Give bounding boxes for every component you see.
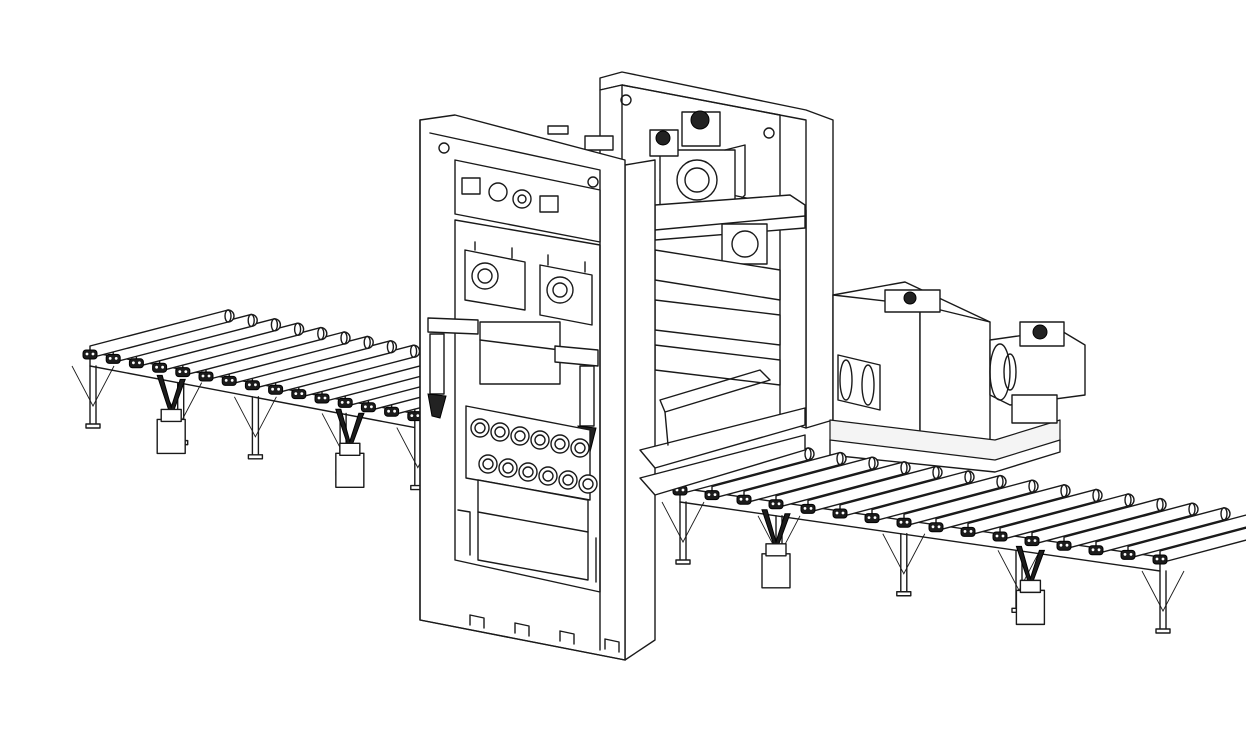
foot-slot (514, 622, 530, 637)
gear-motor (335, 452, 365, 488)
chain-link (221, 375, 237, 386)
chain-link (864, 513, 880, 524)
gauge-icon (512, 189, 532, 209)
chain-link (175, 367, 191, 378)
work-roll (478, 454, 498, 474)
chain-link (105, 353, 121, 364)
gear-motor (156, 418, 186, 455)
chain-link (768, 499, 784, 510)
dial-icon (488, 182, 508, 202)
motor-face (676, 159, 718, 201)
gauge-icon (461, 177, 481, 195)
motor-fan-icon (655, 130, 671, 146)
chain-link (992, 531, 1008, 542)
chain-link (291, 389, 307, 400)
gauge-icon (539, 195, 559, 213)
work-roll (498, 458, 518, 478)
gear-motor (761, 553, 791, 589)
right-roller-conveyor (661, 447, 1246, 634)
chain-link (128, 358, 144, 369)
chain-link (1024, 536, 1040, 547)
work-roll (470, 418, 490, 438)
gear-motor (1015, 589, 1046, 626)
chain-link (736, 494, 752, 505)
foot-slot (559, 630, 575, 645)
chain-link (82, 349, 98, 360)
chain-link (314, 393, 330, 404)
work-roll (490, 422, 510, 442)
chain-link (244, 380, 260, 391)
bolt-hole (763, 127, 775, 139)
bolt-hole (587, 176, 599, 188)
chain-link (1056, 540, 1072, 551)
chain-link (704, 490, 720, 501)
chain-link (268, 384, 284, 395)
conveyor-roller (1159, 527, 1246, 564)
bolt-hole (438, 142, 450, 154)
chain-link (360, 402, 376, 413)
chain-link (1120, 549, 1136, 560)
chain-link (800, 503, 816, 514)
work-roll (518, 462, 538, 482)
work-roll (550, 434, 570, 454)
motor-fan-icon (1032, 324, 1048, 340)
work-roll (578, 474, 598, 494)
front-housing (419, 114, 656, 661)
left-roller-conveyor (71, 309, 560, 491)
work-roll (530, 430, 550, 450)
housing-foot-slots (469, 614, 620, 653)
rear-crossbeams (654, 194, 806, 386)
chain-link (960, 526, 976, 537)
chain-link (337, 397, 353, 408)
chain-link (152, 362, 168, 373)
conveyor-leg (1159, 570, 1167, 630)
conveyor-leg (900, 533, 908, 593)
entry-guides (639, 369, 806, 496)
foot-slot (604, 638, 620, 653)
chain-link (384, 406, 400, 417)
chain-link (832, 508, 848, 519)
conveyor-roller (1127, 514, 1246, 560)
chain-link (1152, 554, 1168, 565)
chain-link (1088, 545, 1104, 556)
bolt-hole (620, 94, 632, 106)
conveyor-leg (89, 365, 97, 425)
conveyor-leg (679, 501, 687, 561)
work-roll (570, 438, 590, 458)
chain-link (198, 371, 214, 382)
work-roll (538, 466, 558, 486)
front-housing-base (457, 479, 597, 583)
chain-link (928, 522, 944, 533)
conveyor-leg (251, 396, 260, 456)
work-roll-cassette (470, 418, 598, 494)
work-roll (510, 426, 530, 446)
main-drive-unit (829, 281, 1086, 473)
motor-fan-icon (690, 110, 710, 130)
motor-fan-icon (903, 291, 917, 305)
chain-link (896, 517, 912, 528)
foot-slot (469, 614, 485, 629)
work-roll (558, 470, 578, 490)
